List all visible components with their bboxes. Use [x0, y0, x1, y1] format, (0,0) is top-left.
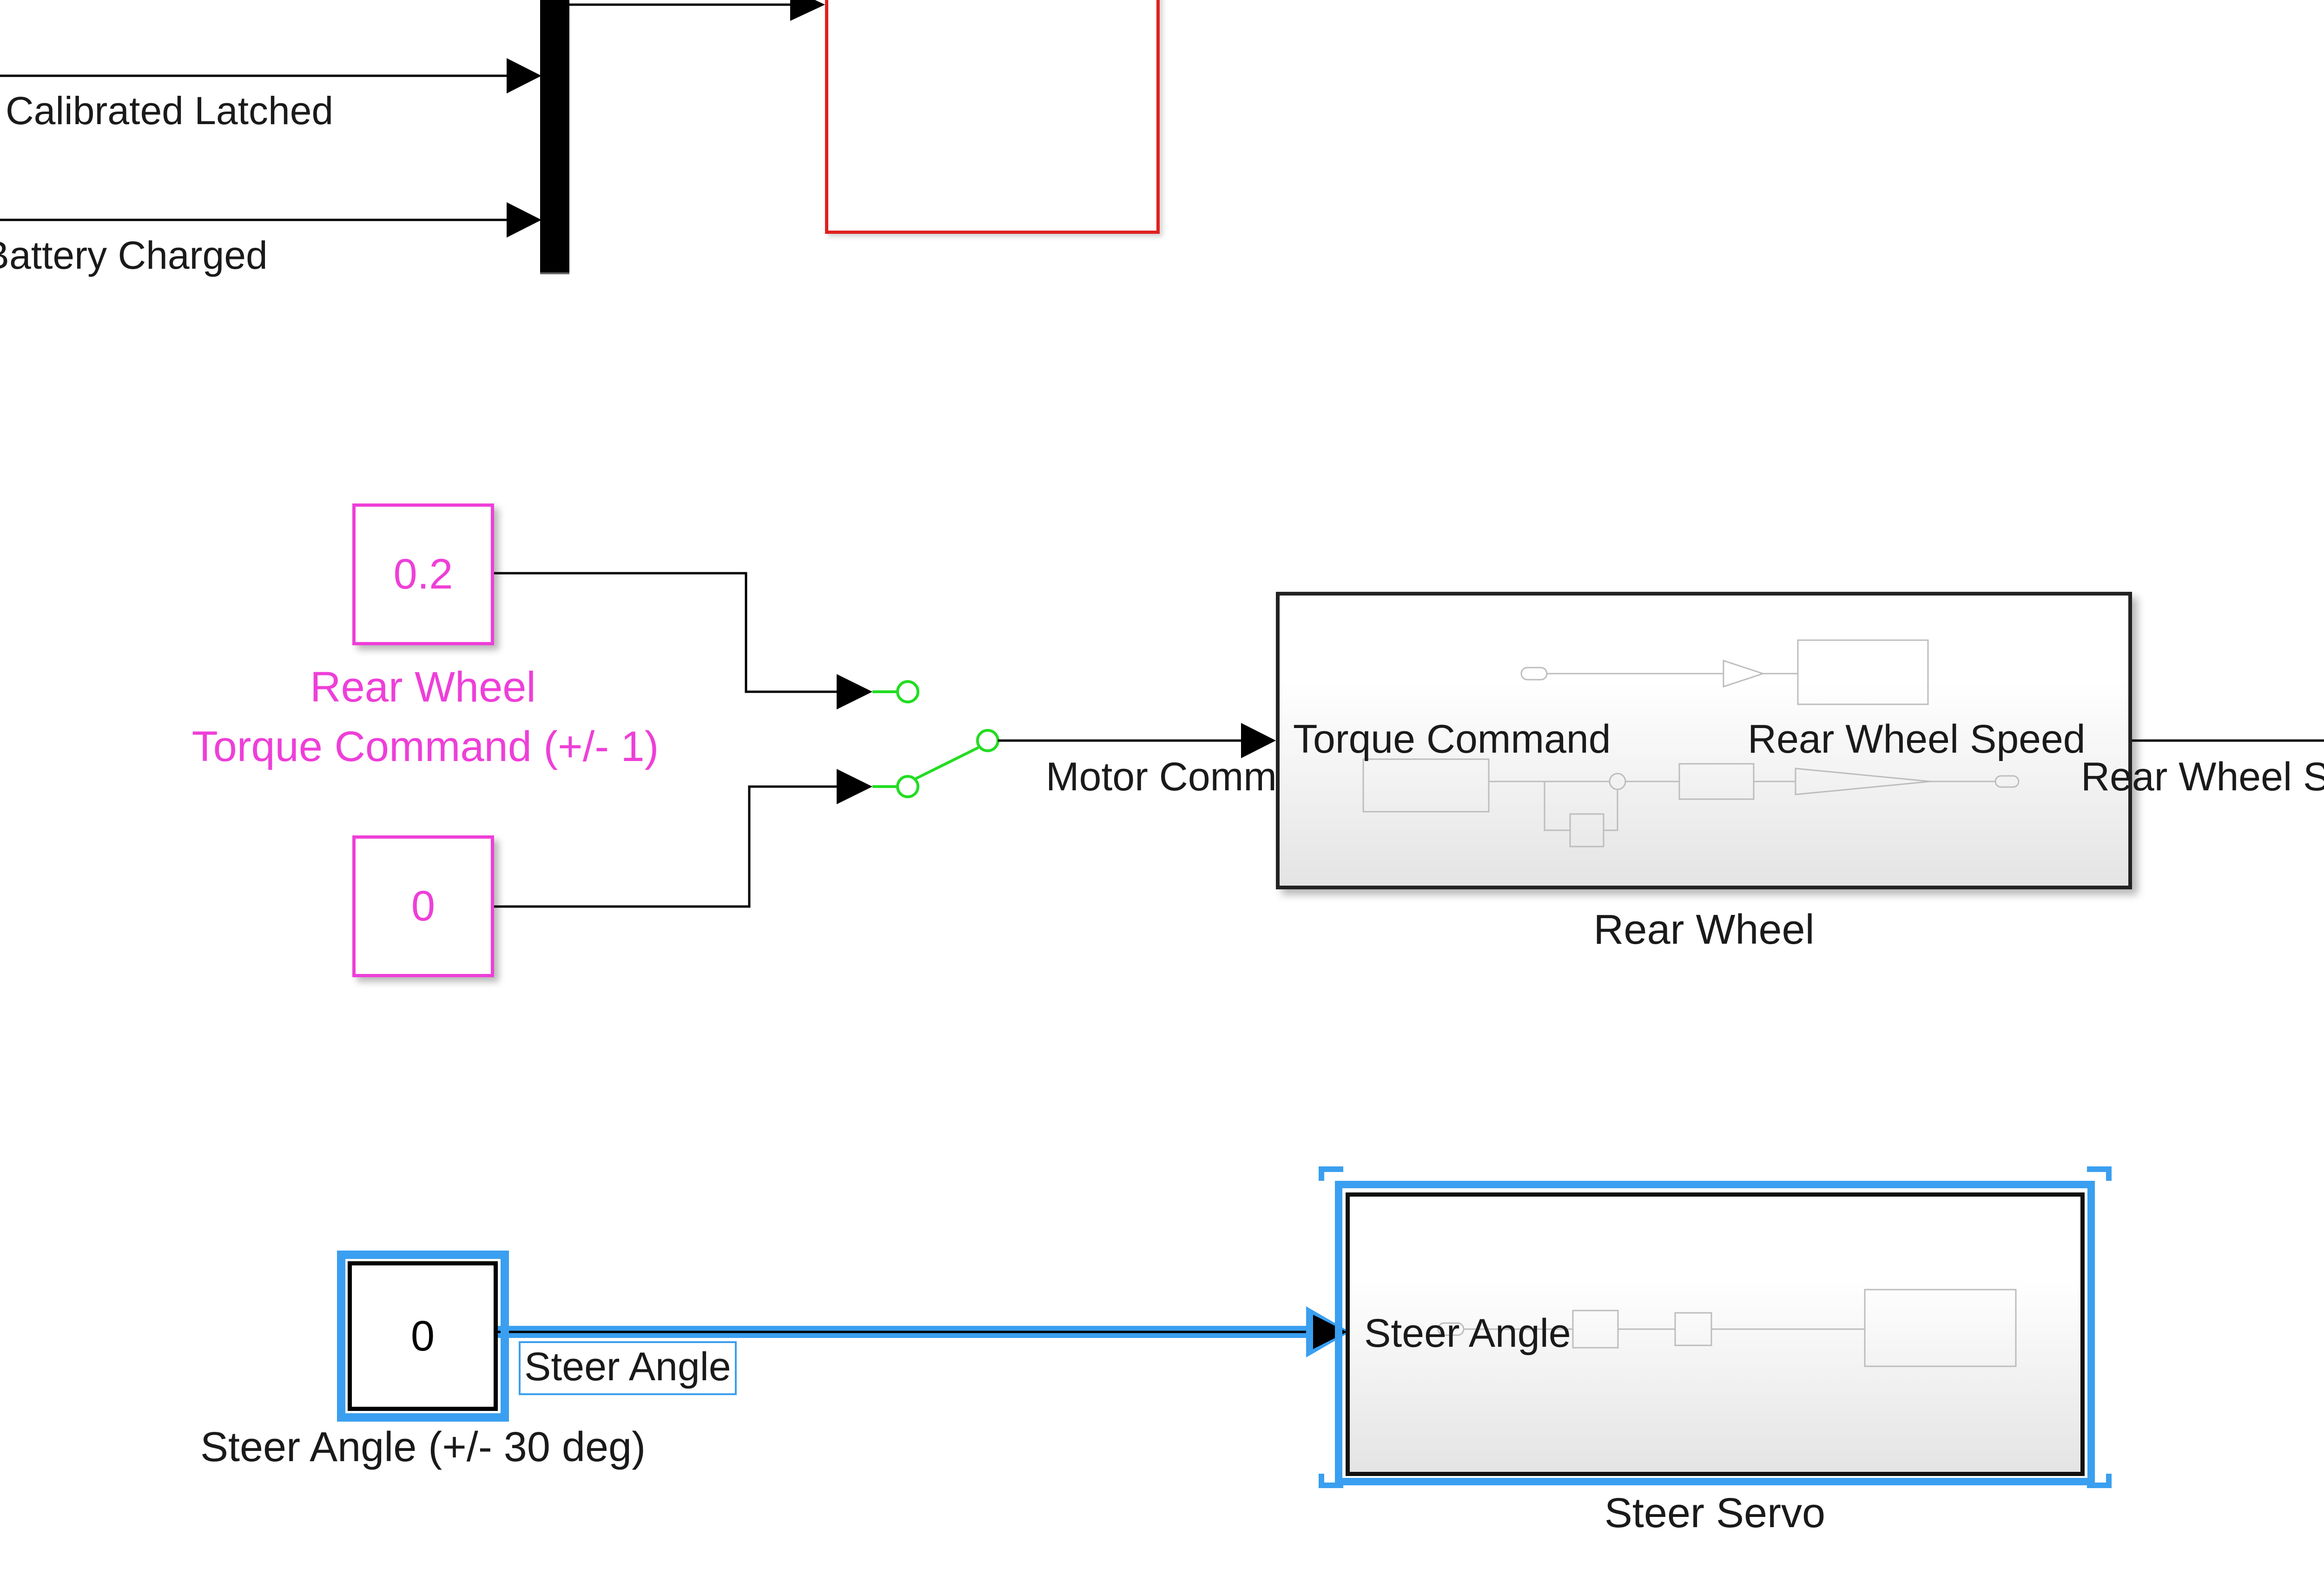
steer-servo-selection-frame — [1335, 1181, 2095, 1485]
battery-charged-line[interactable] — [0, 202, 541, 238]
motor-command-line[interactable] — [998, 723, 1276, 758]
rear-wheel-in-port-label: Torque Command — [1293, 717, 1611, 761]
rear-wheel-speed-label: Rear Wheel Speed — [2081, 755, 2324, 799]
battery-charged-label: Battery Charged — [0, 233, 268, 277]
mux-output-line[interactable] — [569, 0, 825, 21]
calibrated-latched-label: Calibrated Latched — [6, 89, 334, 132]
zero-constant-line[interactable] — [494, 769, 872, 908]
calibrated-latched-line[interactable] — [0, 58, 541, 93]
subsystem-preview-icon — [1437, 1289, 2017, 1367]
torque-constant-value: 0.2 — [393, 550, 453, 598]
steer-constant-block[interactable]: 0 — [348, 1261, 498, 1411]
steer-servo-block-name: Steer Servo — [1604, 1490, 1826, 1536]
torque-constant-block[interactable]: 0.2 — [352, 503, 494, 645]
mux-bar-icon[interactable] — [540, 0, 569, 274]
zero-constant-block[interactable]: 0 — [352, 835, 494, 977]
steer-servo-in-port-label: Steer Angle — [1364, 1311, 1571, 1356]
scope-block-icon[interactable] — [825, 0, 1160, 234]
torque-constant-label-line1: Rear Wheel — [310, 663, 536, 711]
steer-servo-subsystem[interactable] — [1346, 1192, 2085, 1476]
rear-wheel-subsystem[interactable] — [1276, 592, 2132, 889]
steer-angle-signal-label[interactable]: Steer Angle — [519, 1341, 737, 1395]
torque-constant-line[interactable] — [494, 572, 872, 709]
steer-selection-highlight — [337, 1251, 509, 1422]
manual-switch-icon[interactable] — [872, 680, 999, 798]
subsystem-preview-icon — [1362, 639, 2020, 847]
rear-wheel-speed-line[interactable] — [2131, 0, 2324, 742]
selection-corner-handle-icon[interactable] — [1319, 1166, 2112, 1488]
steer-constant-label: Steer Angle (+/- 30 deg) — [200, 1424, 646, 1470]
rear-wheel-out-port-label: Rear Wheel Speed — [1748, 717, 2086, 761]
steer-constant-value: 0 — [410, 1312, 435, 1360]
steer-angle-line[interactable] — [497, 1306, 1350, 1357]
rear-wheel-block-name: Rear Wheel — [1593, 907, 1815, 953]
zero-constant-value: 0 — [411, 882, 436, 930]
torque-constant-label-line2: Torque Command (+/- 1) — [191, 723, 659, 770]
